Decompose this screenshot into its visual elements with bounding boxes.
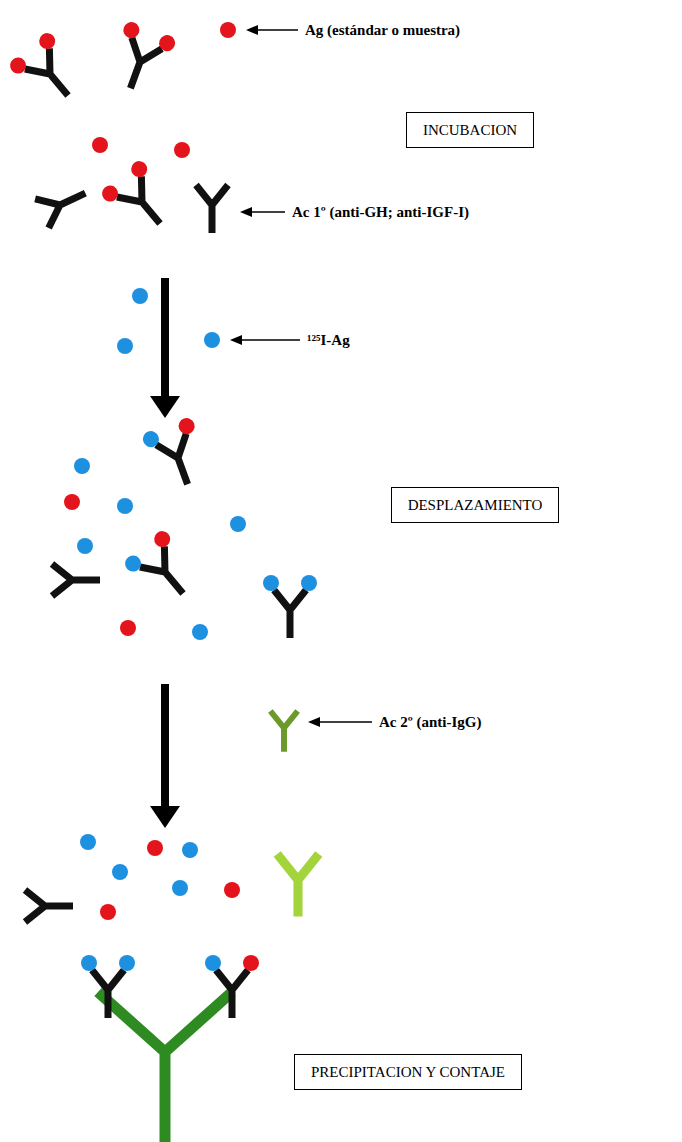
antibody xyxy=(105,20,177,98)
flow-arrow xyxy=(161,278,169,398)
step-box: INCUBACION xyxy=(406,112,534,148)
leader-line xyxy=(240,339,300,341)
tracer-dot xyxy=(77,538,93,554)
tracer-dot xyxy=(117,338,133,354)
tracer-dot xyxy=(132,288,148,304)
antibody xyxy=(122,528,204,611)
second-antibody xyxy=(98,992,232,1142)
step-box: DESPLAZAMIENTO xyxy=(391,487,560,523)
antigen-dot xyxy=(147,840,163,856)
antigen-dot xyxy=(220,22,236,38)
antigen-dot xyxy=(120,620,136,636)
flow-arrowhead xyxy=(150,396,180,418)
leader-line xyxy=(250,211,285,213)
antibody xyxy=(99,158,181,241)
callout-label: Ac 2º (anti-IgG) xyxy=(377,714,483,731)
callout-label: ¹²⁵I-Ag xyxy=(305,332,352,349)
flow-arrowhead xyxy=(150,806,180,828)
leader-arrowhead xyxy=(230,335,242,345)
second-antibody xyxy=(270,711,297,752)
antibody xyxy=(7,30,89,113)
step-title: DESPLAZAMIENTO xyxy=(408,497,543,513)
antibody xyxy=(263,575,317,638)
leader-line xyxy=(256,29,298,31)
antibody xyxy=(141,416,213,494)
antibody xyxy=(35,179,92,228)
tracer-dot xyxy=(117,498,133,514)
antibody xyxy=(81,955,135,1018)
leader-arrowhead xyxy=(308,717,320,727)
callout-label: Ac 1º (anti-GH; anti-IGF-I) xyxy=(290,204,471,221)
tracer-dot xyxy=(74,458,90,474)
leader-arrowhead xyxy=(240,207,252,217)
tracer-dot xyxy=(182,842,198,858)
tracer-dot xyxy=(172,880,188,896)
antibody xyxy=(25,890,73,922)
tracer-dot xyxy=(230,516,246,532)
antigen-dot xyxy=(224,882,240,898)
tracer-dot xyxy=(80,834,96,850)
antigen-dot xyxy=(100,904,116,920)
step-box: PRECIPITACION Y CONTAJE xyxy=(294,1054,522,1090)
antigen-dot xyxy=(92,137,108,153)
antigen-dot xyxy=(64,494,80,510)
antibody xyxy=(196,185,228,233)
flow-arrow xyxy=(161,684,169,808)
leader-arrowhead xyxy=(246,25,258,35)
step-title: INCUBACION xyxy=(423,122,517,138)
callout-label: Ag (estándar o muestra) xyxy=(303,22,462,39)
second-antibody xyxy=(277,854,319,916)
tracer-dot xyxy=(112,864,128,880)
antigen-dot xyxy=(174,142,190,158)
antibody xyxy=(205,955,259,1018)
leader-line xyxy=(318,721,372,723)
tracer-dot xyxy=(204,332,220,348)
tracer-dot xyxy=(192,624,208,640)
antibody xyxy=(52,564,100,596)
step-title: PRECIPITACION Y CONTAJE xyxy=(311,1064,505,1080)
